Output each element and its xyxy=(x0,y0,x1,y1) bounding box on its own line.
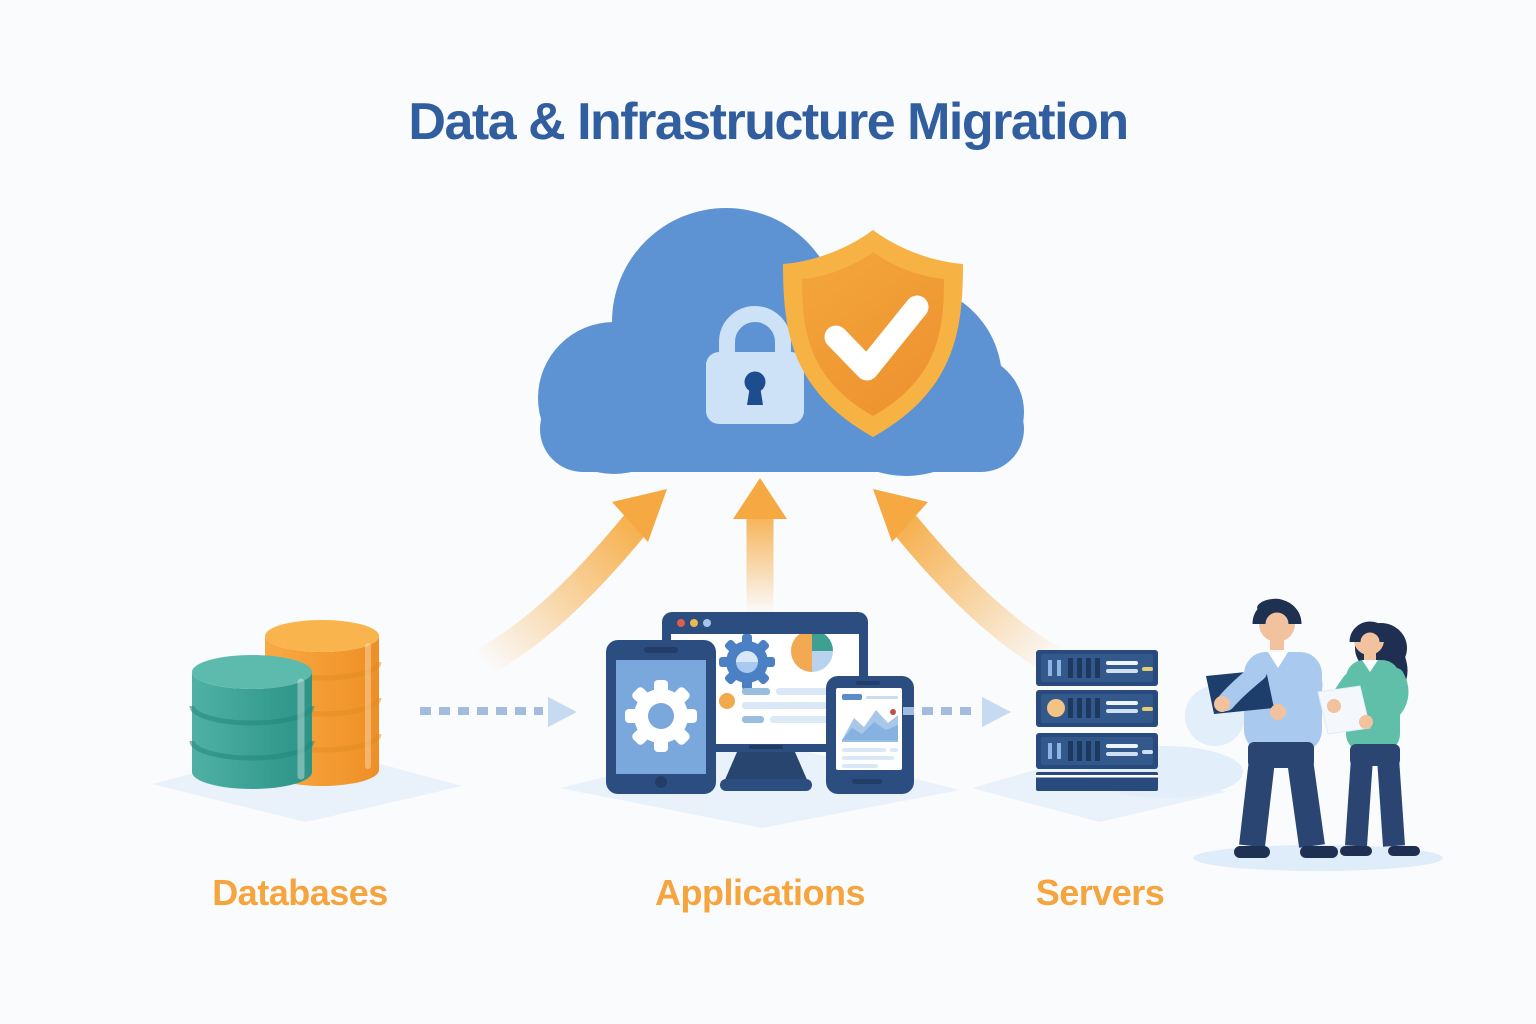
arrow-right-shaft xyxy=(891,511,1066,674)
tablet-icon xyxy=(606,640,716,794)
phone-chart xyxy=(842,694,898,768)
phone-home-bar xyxy=(852,779,882,784)
dashboard-text-lines xyxy=(719,688,842,723)
pie-chart-icon xyxy=(791,634,833,672)
tablet-home-button xyxy=(655,776,667,788)
woman-right-hand xyxy=(1359,715,1373,729)
shield-checkmark-icon xyxy=(783,230,963,437)
upward-migration-arrows xyxy=(474,478,1066,674)
man-right-arm xyxy=(1275,667,1323,721)
flow-arrow-databases-to-apps xyxy=(420,697,577,727)
woman-right-shoe xyxy=(1388,846,1420,856)
monitor-stand xyxy=(724,752,808,782)
woman-left-shoe xyxy=(1340,846,1372,856)
database-teal-icon xyxy=(189,655,315,789)
flow-arrow-apps-to-servers xyxy=(903,697,1011,727)
label-databases: Databases xyxy=(212,872,388,913)
server-rack-icon xyxy=(1036,650,1158,791)
arrow-left-shaft xyxy=(474,511,649,674)
person-woman xyxy=(1317,621,1420,856)
lock-shackle xyxy=(719,306,791,354)
label-servers: Servers xyxy=(1035,872,1165,913)
server-plinth xyxy=(1036,772,1158,791)
browser-dots xyxy=(677,619,711,627)
monitor-bezel-mark xyxy=(749,745,783,749)
shield-face xyxy=(802,252,944,416)
page-title: Data & Infrastructure Migration xyxy=(408,93,1129,151)
arrow-middle-head xyxy=(733,478,787,519)
label-applications: Applications xyxy=(654,872,866,913)
checkmark-icon xyxy=(824,295,929,381)
woman-right-leg xyxy=(1377,757,1405,847)
server-plinth-line xyxy=(1036,775,1158,778)
monitor-content xyxy=(719,634,842,723)
person-man xyxy=(1206,598,1338,858)
woman-collar xyxy=(1362,660,1378,672)
server-unit xyxy=(1036,690,1158,727)
woman-right-arm xyxy=(1380,668,1409,724)
tablet-camera xyxy=(644,647,678,653)
woman-front-hair xyxy=(1349,621,1391,643)
arrow-right-head xyxy=(873,489,928,542)
man-hair-top xyxy=(1257,598,1287,614)
phone-speaker xyxy=(856,681,880,685)
woman-document xyxy=(1317,685,1371,735)
flow-arrowhead xyxy=(982,697,1011,727)
man-left-leg xyxy=(1239,758,1275,848)
man-right-shoe xyxy=(1300,846,1338,858)
keyhole-stem xyxy=(747,386,763,405)
padlock-icon xyxy=(706,306,804,424)
man-left-hand xyxy=(1214,696,1230,712)
server-unit xyxy=(1036,733,1158,769)
man-left-shoe xyxy=(1234,846,1270,858)
phone-icon xyxy=(826,676,914,794)
man-collar xyxy=(1268,652,1288,668)
woman-left-leg xyxy=(1345,757,1373,847)
man-right-leg xyxy=(1287,758,1325,848)
keyhole xyxy=(744,371,766,393)
server-light-icon xyxy=(1047,699,1065,717)
flow-arrowhead xyxy=(548,697,577,727)
server-unit xyxy=(1036,650,1158,686)
arrow-left-head xyxy=(612,489,667,542)
monitor-base xyxy=(720,779,812,791)
man-right-hand xyxy=(1270,704,1286,720)
tablet-gear-icon xyxy=(625,680,697,752)
gear-icon xyxy=(719,634,775,690)
woman-left-hand xyxy=(1327,699,1341,713)
